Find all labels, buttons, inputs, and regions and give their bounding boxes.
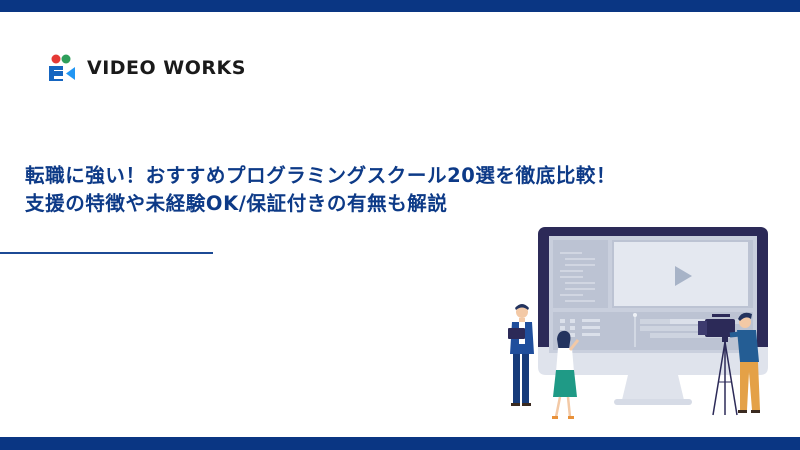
article-title: 転職に強い！おすすめプログラミングスクール20選を徹底比較！ 支援の特徴や未経験… bbox=[25, 162, 616, 218]
brand-name: VIDEO WORKS bbox=[87, 57, 246, 79]
brand-logo[interactable]: VIDEO WORKS bbox=[47, 53, 246, 83]
bottom-accent-bar bbox=[0, 437, 800, 450]
video-camera-logo-icon bbox=[47, 54, 77, 82]
video-editing-illustration bbox=[490, 222, 790, 422]
title-underline-divider bbox=[0, 252, 213, 254]
top-accent-bar bbox=[0, 0, 800, 12]
article-title-line-2: 支援の特徴や未経験OK/保証付きの有無も解説 bbox=[25, 192, 448, 215]
play-icon bbox=[675, 266, 692, 286]
article-title-line-1: 転職に強い！おすすめプログラミングスクール20選を徹底比較！ bbox=[25, 164, 617, 187]
